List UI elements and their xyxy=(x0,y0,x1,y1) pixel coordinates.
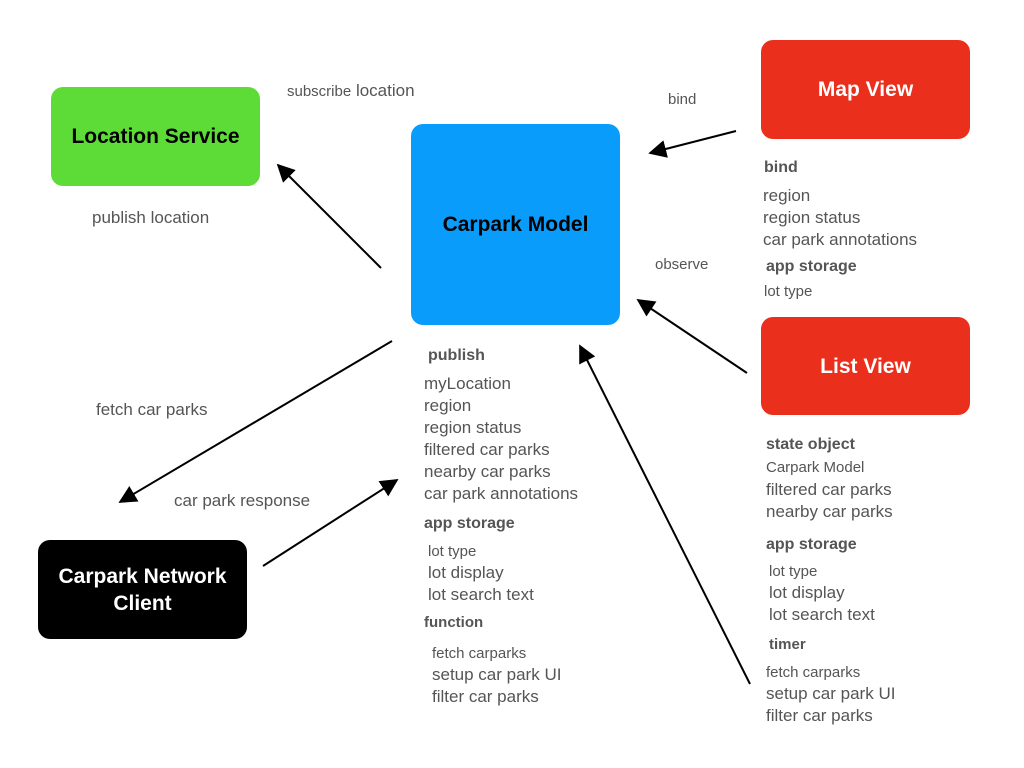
map-bind-item: region xyxy=(763,186,811,205)
arrow-mapview-to-model xyxy=(648,130,737,158)
model-function-item: setup car park UI xyxy=(432,665,562,684)
model-function-heading: function xyxy=(424,614,484,631)
edge-label-subscribe-prefix: subscribe xyxy=(287,83,352,100)
map-app-storage-item: lot type xyxy=(764,283,813,300)
model-publish-item: region status xyxy=(424,418,522,437)
edge-label-subscribe-location: subscribe location xyxy=(287,81,415,101)
edge-label-observe: observe xyxy=(655,256,709,273)
arrow-model-to-network xyxy=(118,340,393,503)
carpark-network-client-node: Carpark Network Client xyxy=(38,540,247,639)
map-view-node: Map View xyxy=(761,40,970,139)
list-state-object-item: filtered car parks xyxy=(766,480,892,499)
map-bind-item: region status xyxy=(763,208,861,227)
map-bind-heading: bind xyxy=(764,159,798,176)
list-state-object-heading: state object xyxy=(766,436,855,453)
list-timer-heading: timer xyxy=(769,636,806,653)
edge-label-publish-location: publish location xyxy=(92,208,210,227)
list-app-storage-heading: app storage xyxy=(766,536,857,553)
list-timer-item: filter car parks xyxy=(766,706,873,725)
model-publish-item: myLocation xyxy=(424,374,511,393)
edge-label-subscribe-suffix: location xyxy=(355,81,415,100)
model-app-storage-item: lot display xyxy=(428,563,504,582)
edge-label-bind: bind xyxy=(668,91,697,108)
list-state-object-item: nearby car parks xyxy=(766,502,893,521)
model-publish-item: region xyxy=(424,396,472,415)
list-app-storage-item: lot type xyxy=(769,563,818,580)
model-publish-item: filtered car parks xyxy=(424,440,550,459)
carpark-model-node: Carpark Model xyxy=(411,124,620,325)
model-app-storage-item: lot type xyxy=(428,543,477,560)
model-app-storage-item: lot search text xyxy=(428,585,534,604)
location-service-node: Location Service xyxy=(51,87,260,186)
map-app-storage-heading: app storage xyxy=(766,258,857,275)
model-publish-item: car park annotations xyxy=(424,484,579,503)
list-timer-item: fetch carparks xyxy=(766,664,861,681)
list-app-storage-item: lot display xyxy=(769,583,845,602)
list-state-object-item: Carpark Model xyxy=(766,459,865,476)
model-function-item: fetch carparks xyxy=(432,645,527,662)
arrow-model-to-location xyxy=(276,163,382,269)
model-app-storage-heading: app storage xyxy=(424,515,515,532)
edge-label-fetch-car-parks: fetch car parks xyxy=(96,400,208,419)
model-function-item: filter car parks xyxy=(432,687,539,706)
arrow-listview-timer-to-model xyxy=(579,344,751,685)
edge-label-car-park-response: car park response xyxy=(174,491,311,510)
model-publish-item: nearby car parks xyxy=(424,462,551,481)
list-timer-item: setup car park UI xyxy=(766,684,896,703)
arrow-network-to-model xyxy=(262,479,399,567)
map-bind-item: car park annotations xyxy=(763,230,918,249)
list-app-storage-item: lot search text xyxy=(769,605,875,624)
arrow-listview-to-model xyxy=(636,298,748,374)
list-view-node: List View xyxy=(761,317,970,415)
model-publish-heading: publish xyxy=(428,347,485,364)
